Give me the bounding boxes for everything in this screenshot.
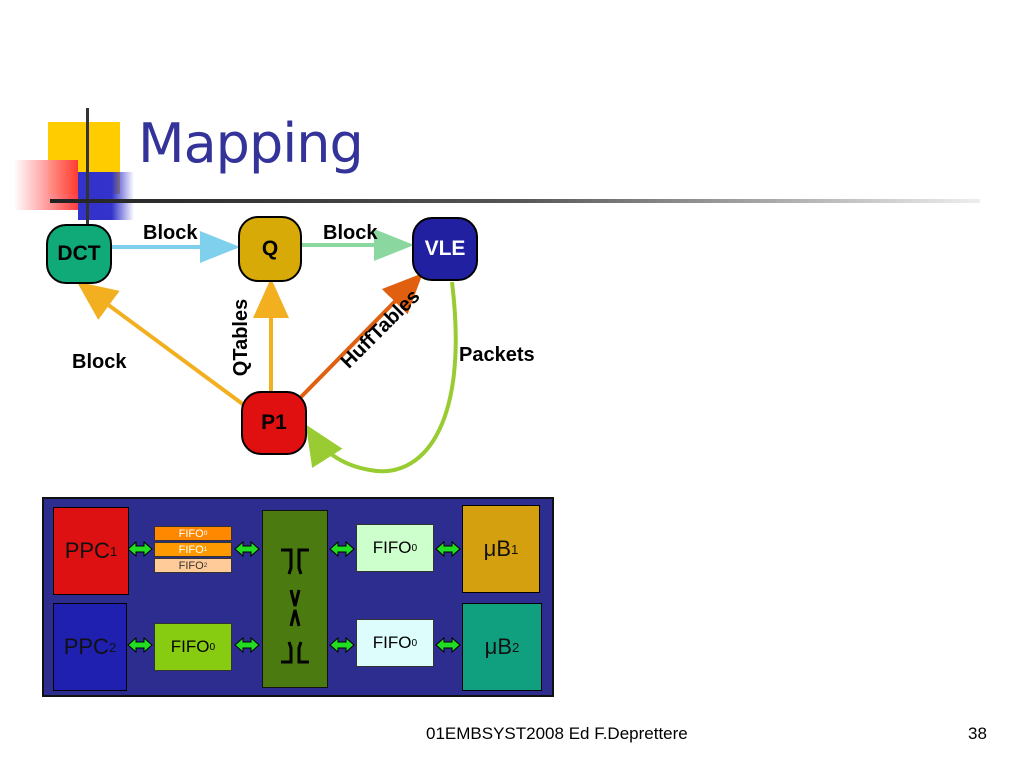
node-q: Q [238, 216, 302, 282]
connector-fifo-switch-top [234, 541, 260, 557]
node-vle: VLE [412, 217, 478, 281]
edge-p1-to-dct [76, 281, 250, 410]
node-vle-label: VLE [424, 237, 466, 260]
label-vle-to-p1: Packets [459, 344, 535, 366]
ub1-sub: 1 [511, 541, 519, 557]
node-dct-label: DCT [57, 242, 101, 265]
page-number: 38 [968, 724, 987, 743]
title-decoration-vertical-line [86, 108, 89, 230]
label-p1-to-q: QTables [230, 298, 253, 377]
switch-symbol-icon [281, 548, 309, 664]
footer-text: 01EMBSYST2008 Ed F.Deprettere [426, 724, 688, 743]
node-p1-label: P1 [261, 411, 287, 434]
edge-vle-to-p1 [305, 281, 458, 474]
edge-p1-to-vle [298, 273, 423, 400]
connector-fifo-ub1 [435, 541, 461, 557]
slide-title: Mapping [138, 112, 364, 175]
node-p1: P1 [241, 391, 307, 455]
label-p1-to-dct: Block [72, 351, 127, 373]
label-q-to-vle: Block [323, 222, 378, 244]
connector-ppc2-fifo [127, 637, 153, 653]
connector-switch-fifo-ub1 [329, 541, 355, 557]
ppc1-label: PPC [64, 538, 110, 563]
connector-fifo-switch-bottom [234, 637, 260, 653]
interconnect-switch [262, 510, 328, 688]
ub2-sub: 2 [512, 639, 520, 655]
ppc2-sub: 2 [108, 639, 117, 655]
connector-ppc1-fifo [127, 541, 153, 557]
ppc2-label: PPC [63, 634, 109, 659]
ub2-label: μB [484, 634, 512, 659]
title-underline [50, 199, 980, 203]
connector-switch-fifo-ub2 [329, 637, 355, 653]
node-q-label: Q [261, 237, 279, 260]
connector-fifo-ub2 [435, 637, 461, 653]
ppc1-sub: 1 [109, 543, 118, 559]
ub1-label: μB [483, 536, 511, 561]
node-dct: DCT [46, 224, 112, 284]
label-dct-to-q: Block [143, 222, 198, 244]
